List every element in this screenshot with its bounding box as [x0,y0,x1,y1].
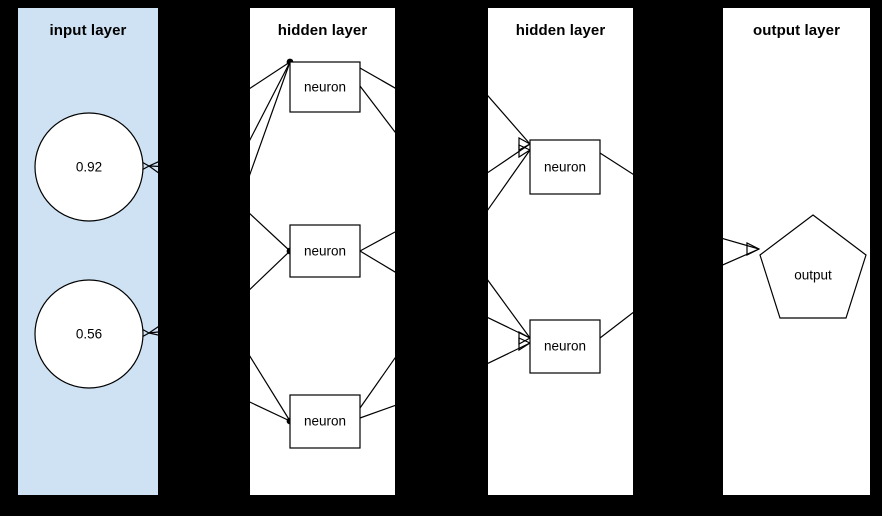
layer-panel-output: output layer output [723,8,870,495]
hidden-1-node-3-in-edges [250,355,294,425]
hidden-2-node-2-out-edges [599,311,633,339]
hidden-2-node-1[interactable]: neuron [529,139,601,195]
hidden-1-node-2-in-edges [250,213,294,291]
hidden-1-node-3-out-edges [359,356,395,419]
hidden-layer-1-graphics: neuron neuron [250,58,395,449]
hidden-1-node-1-out-edges [359,67,395,133]
input-node-1[interactable]: 0.92 [34,112,144,222]
output-layer-graphics: output [723,214,867,319]
hidden-1-node-1-in-edges [250,58,294,176]
input-node-2-label: 0.56 [76,327,102,342]
input-layer-graphics: 0.92 0.56 [34,112,158,389]
hidden-1-node-2[interactable]: neuron [289,224,361,278]
hidden-2-node-2[interactable]: neuron [529,319,601,374]
output-node[interactable]: output [759,214,867,319]
output-node-label: output [794,268,832,283]
input-node-1-label: 0.92 [76,160,102,175]
layer-panel-input: input layer 0.92 [18,8,158,495]
hidden-1-node-1-label: neuron [304,80,346,95]
hidden-2-node-1-in-edges [488,94,532,211]
layer-title-hidden-1: hidden layer [277,22,368,39]
hidden-1-node-3-label: neuron [304,414,346,429]
output-node-in-edges [723,238,761,266]
layer-title-hidden-2: hidden layer [515,22,606,39]
layer-panel-hidden-1: hidden layer neuron [250,8,395,495]
hidden-1-node-2-out-edges [359,231,395,273]
layer-panel-hidden-2: hidden layer neuron [488,8,633,495]
hidden-2-node-2-in-edges [488,279,532,364]
hidden-2-node-1-label: neuron [544,160,586,175]
layer-title-output: output layer [752,22,841,39]
hidden-1-node-2-label: neuron [304,244,346,259]
input-node-2[interactable]: 0.56 [34,279,144,389]
hidden-1-node-3[interactable]: neuron [289,394,361,449]
hidden-2-node-1-out-edges [599,152,633,175]
hidden-1-node-1[interactable]: neuron [289,61,361,113]
layer-title-input: input layer [49,22,127,39]
hidden-2-node-2-label: neuron [544,339,586,354]
hidden-layer-2-graphics: neuron neuron [488,94,633,374]
